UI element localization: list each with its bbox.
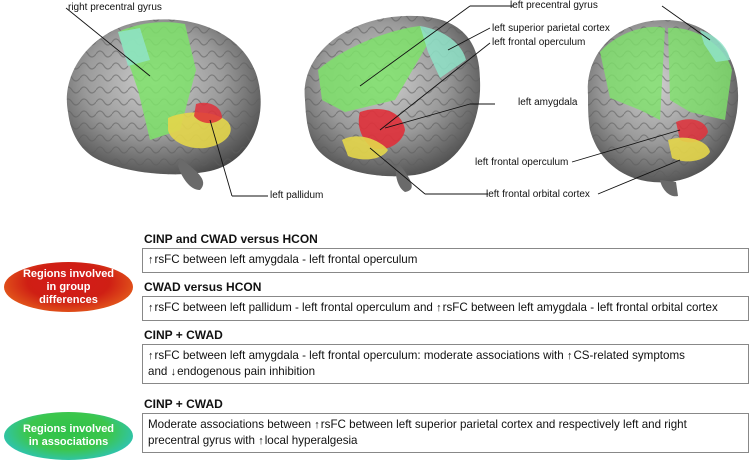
- section-3-line-1: rsFC between left amygdala - left fronta…: [154, 349, 564, 362]
- up-arrow-icon: ↑: [314, 419, 320, 431]
- section-4-line-2: rsFC between left superior parietal cort…: [320, 418, 687, 431]
- section-4-line-3: precentral gyrus with: [148, 434, 255, 447]
- label-left-frontal-operculum-top: left frontal operculum: [492, 37, 586, 48]
- section-2-line-2: rsFC between left amygdala - left fronta…: [442, 301, 718, 314]
- section-1-title: CINP and CWAD versus HCON: [144, 232, 318, 246]
- section-3-line-4: endogenous pain inhibition: [177, 365, 316, 378]
- up-arrow-icon: ↑: [258, 435, 264, 447]
- leader-lines: [65, 5, 711, 197]
- frontal-red-region: [676, 119, 708, 143]
- section-1-box: ↑rsFC between left amygdala - left front…: [142, 248, 749, 273]
- left-parietal-region: [420, 26, 466, 78]
- up-arrow-icon: ↑: [566, 350, 573, 362]
- badge-associations-text: Regions involved in associations: [22, 423, 115, 448]
- badge-associations: Regions involved in associations: [4, 412, 133, 460]
- label-left-superior-parietal-cortex: left superior parietal cortex: [492, 23, 610, 34]
- up-arrow-icon: ↑: [148, 254, 154, 266]
- brain-frontal-view: [587, 20, 739, 197]
- badge-group-differences: Regions involved in group differences: [4, 262, 133, 312]
- badge-group-differences-text: Regions involved in group differences: [22, 267, 115, 306]
- section-4-line-4: local hyperalgesia: [264, 434, 358, 447]
- section-3-line-3: and: [148, 365, 168, 378]
- brain-illustrations: [65, 5, 739, 197]
- label-left-amygdala: left amygdala: [518, 97, 578, 108]
- right-red-region: [194, 102, 222, 124]
- section-1-line-1: rsFC between left amygdala - left fronta…: [154, 253, 418, 266]
- brain-left-hemisphere: [304, 15, 481, 192]
- brain-right-hemisphere: [66, 19, 261, 190]
- frontal-yellow-region: [668, 137, 710, 162]
- brain-figure: right precentral gyrus left pallidum lef…: [0, 0, 756, 215]
- label-right-precentral-gyrus: right precentral gyrus: [68, 2, 162, 13]
- up-arrow-icon: ↑: [148, 302, 154, 314]
- label-left-precentral-gyrus: left precentral gyrus: [510, 0, 598, 11]
- label-left-frontal-operculum-right: left frontal operculum: [475, 157, 569, 168]
- section-4-box: Moderate associations between ↑rsFC betw…: [142, 413, 749, 453]
- up-arrow-icon: ↑: [436, 302, 442, 314]
- section-2-line-1: rsFC between left pallidum - left fronta…: [154, 301, 433, 314]
- left-precentral-region: [318, 26, 430, 112]
- section-3-title: CINP + CWAD: [144, 328, 223, 342]
- section-3-line-2: CS-related symptoms: [573, 349, 685, 362]
- section-2-title: CWAD versus HCON: [144, 280, 262, 294]
- up-arrow-icon: ↑: [148, 350, 154, 362]
- section-2-box: ↑rsFC between left pallidum - left front…: [142, 296, 749, 321]
- label-left-frontal-orbital-cortex: left frontal orbital cortex: [486, 189, 590, 200]
- section-3-box: ↑rsFC between left amygdala - left front…: [142, 344, 749, 384]
- label-left-pallidum: left pallidum: [270, 190, 324, 201]
- section-4-line-1: Moderate associations between: [148, 418, 312, 431]
- frontal-left-green: [600, 26, 665, 121]
- section-4-title: CINP + CWAD: [144, 397, 223, 411]
- down-arrow-icon: ↓: [170, 366, 177, 378]
